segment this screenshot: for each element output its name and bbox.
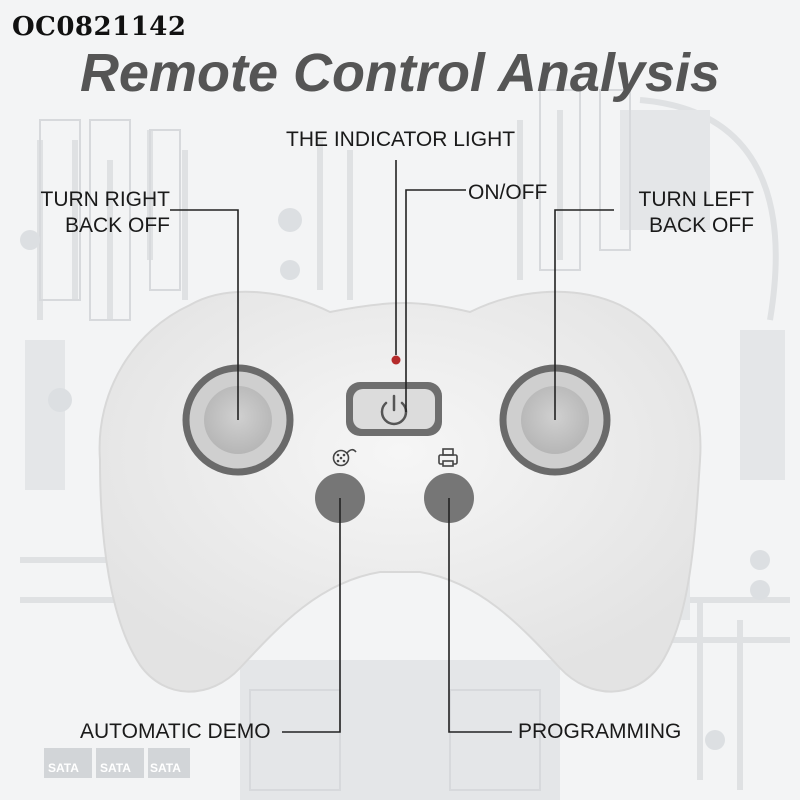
turn-left-line-1: TURN LEFT: [638, 188, 755, 211]
turn-left-label: TURN LEFT BACK OFF: [620, 187, 755, 239]
indicator-light: [391, 355, 401, 365]
page-title: Remote Control Analysis: [79, 43, 721, 103]
indicator-light-label: THE INDICATOR LIGHT: [286, 128, 516, 151]
programming-label: PROGRAMMING: [518, 720, 682, 743]
leader-lines: [170, 160, 614, 733]
turn-right-line-1: TURN RIGHT: [40, 188, 171, 211]
controller-body: [98, 290, 702, 693]
turn-right-line-2: BACK OFF: [64, 214, 170, 237]
sata-mark: SATA: [100, 761, 131, 775]
turn-right-label: TURN RIGHT BACK OFF: [36, 187, 171, 239]
onoff-label: ON/OFF: [468, 181, 548, 204]
turn-left-line-2: BACK OFF: [648, 214, 754, 237]
automatic-demo-label: AUTOMATIC DEMO: [80, 720, 271, 743]
sata-mark: SATA: [48, 761, 79, 775]
product-code: OC0821142: [12, 12, 187, 42]
dotted-paddle-icon: [332, 448, 357, 467]
sata-mark: SATA: [150, 761, 181, 775]
printer-icon: [438, 448, 458, 467]
power-button[interactable]: [346, 382, 442, 436]
